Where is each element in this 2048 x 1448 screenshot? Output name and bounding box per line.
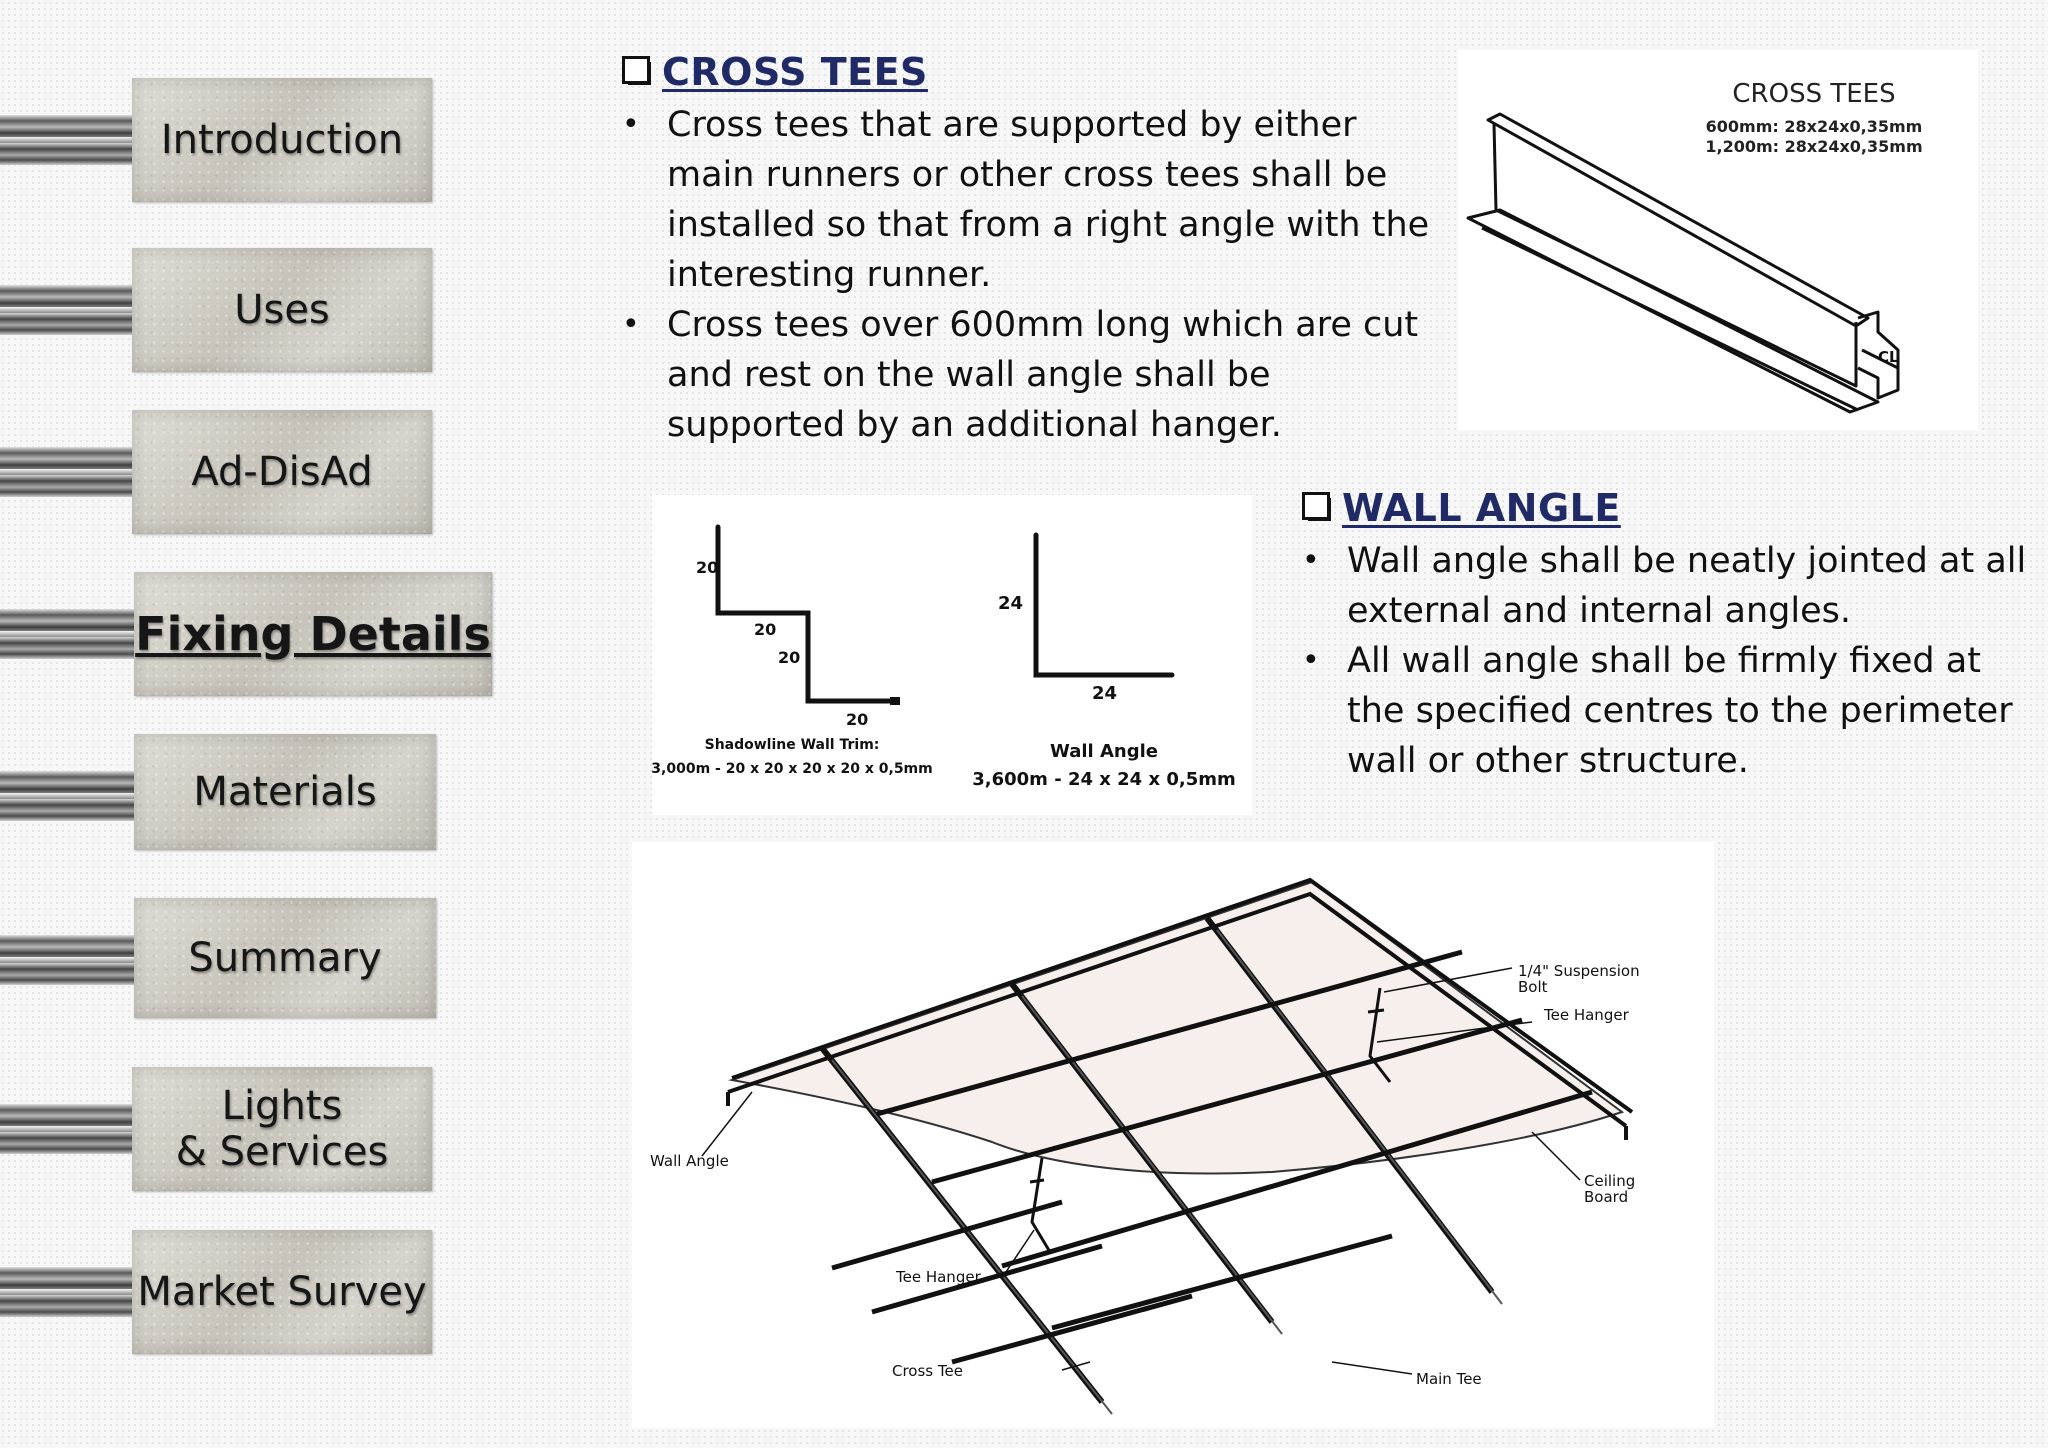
callout-label: Main Tee bbox=[1416, 1370, 1482, 1388]
dimension-label: 20 bbox=[754, 620, 776, 639]
dimension-label: 24 bbox=[1092, 683, 1117, 704]
wall-angle-perimeter bbox=[726, 877, 1634, 1140]
nav-plaque[interactable]: Introduction bbox=[132, 78, 432, 202]
nav-item-fixing-details[interactable]: Fixing Details bbox=[0, 572, 500, 696]
nav-label: Introduction bbox=[160, 117, 404, 163]
nav-label: Uses bbox=[234, 287, 330, 333]
leader-lines bbox=[701, 967, 1581, 1375]
profile-name: Wall Angle bbox=[1050, 741, 1158, 762]
nav-plaque-active[interactable]: Fixing Details bbox=[134, 572, 492, 696]
metal-rail bbox=[0, 115, 140, 165]
wall-angle-drawing bbox=[1033, 532, 1175, 678]
cross-tee-profile-drawing bbox=[1466, 112, 1900, 414]
section-heading: CROSS TEES bbox=[622, 50, 1442, 94]
metal-rail bbox=[0, 609, 140, 659]
metal-rail bbox=[0, 285, 140, 335]
figure-spec: 1,200m: 28x24x0,35mm bbox=[1705, 137, 1922, 156]
nav-plaque[interactable]: Ad-DisAd bbox=[132, 410, 432, 534]
shadowline-trim-drawing bbox=[715, 524, 899, 704]
nav-label: Summary bbox=[188, 935, 382, 981]
bullet-item: Wall angle shall be neatly jointed at al… bbox=[1302, 536, 2032, 636]
figure-title: CROSS TEES bbox=[1732, 79, 1895, 109]
bullet-list: Wall angle shall be neatly jointed at al… bbox=[1302, 536, 2032, 786]
dimension-label: 20 bbox=[778, 648, 800, 667]
wall-angle-section: WALL ANGLE Wall angle shall be neatly jo… bbox=[1302, 486, 2032, 786]
profile-spec: 3,000m - 20 x 20 x 20 x 20 x 0,5mm bbox=[652, 761, 933, 777]
nav-item-uses[interactable]: Uses bbox=[0, 248, 440, 372]
dimension-label: 20 bbox=[846, 710, 868, 729]
metal-rail bbox=[0, 935, 140, 985]
profile-spec: 3,600m - 24 x 24 x 0,5mm bbox=[972, 769, 1235, 790]
nav-plaque[interactable]: Market Survey bbox=[132, 1230, 432, 1354]
section-heading: WALL ANGLE bbox=[1302, 486, 2032, 530]
metal-rail bbox=[0, 447, 140, 497]
callout-label: Tee Hanger bbox=[1543, 1006, 1630, 1024]
nav-item-ad-disad[interactable]: Ad-DisAd bbox=[0, 410, 440, 534]
checkbox-bullet-icon bbox=[622, 56, 654, 88]
callout-label: Wall Angle bbox=[650, 1152, 729, 1170]
metal-rail bbox=[0, 1267, 140, 1317]
dimension-label: 24 bbox=[998, 593, 1023, 614]
nav-item-lights-services[interactable]: Lights & Services bbox=[0, 1067, 440, 1191]
bullet-item: Cross tees over 600mm long which are cut… bbox=[622, 300, 1442, 450]
nav-label: Materials bbox=[193, 769, 377, 815]
cross-tee-figure: CROSS TEES 600mm: 28x24x0,35mm 1,200m: 2… bbox=[1458, 50, 1978, 430]
callout-label: Cross Tee bbox=[892, 1362, 963, 1380]
bullet-list: Cross tees that are supported by either … bbox=[622, 100, 1442, 450]
nav-plaque[interactable]: Lights & Services bbox=[132, 1067, 432, 1191]
metal-rail bbox=[0, 1104, 140, 1154]
nav-label: Market Survey bbox=[137, 1269, 427, 1315]
profile-name: Shadowline Wall Trim: bbox=[705, 737, 880, 753]
bullet-item: All wall angle shall be firmly fixed at … bbox=[1302, 636, 2032, 786]
section-title: WALL ANGLE bbox=[1342, 486, 1621, 530]
nav-label: Lights & Services bbox=[175, 1083, 389, 1175]
dimension-label: 20 bbox=[696, 558, 718, 577]
section-title: CROSS TEES bbox=[662, 50, 928, 94]
tee-hangers bbox=[1029, 987, 1392, 1253]
nav-plaque[interactable]: Materials bbox=[134, 734, 436, 850]
nav-item-introduction[interactable]: Introduction bbox=[0, 78, 440, 202]
centre-line-mark: CL bbox=[1878, 348, 1899, 366]
nav-item-summary[interactable]: Summary bbox=[0, 898, 440, 1022]
ceiling-board-panels bbox=[728, 880, 1625, 1175]
nav-label: Ad-DisAd bbox=[191, 449, 373, 495]
cross-tees bbox=[831, 949, 1593, 1365]
metal-rail bbox=[0, 771, 140, 821]
nav-plaque[interactable]: Summary bbox=[134, 898, 436, 1018]
nav-plaque[interactable]: Uses bbox=[132, 248, 432, 372]
nav-label: Fixing Details bbox=[135, 606, 491, 661]
nav-item-materials[interactable]: Materials bbox=[0, 734, 440, 858]
wall-profiles-figure: 20 20 20 20 Shadowline Wall Trim: 3,000m… bbox=[651, 495, 1252, 815]
figure-spec: 600mm: 28x24x0,35mm bbox=[1706, 117, 1923, 136]
bullet-item: Cross tees that are supported by either … bbox=[622, 100, 1442, 300]
checkbox-bullet-icon bbox=[1302, 492, 1334, 524]
nav-item-market-survey[interactable]: Market Survey bbox=[0, 1230, 440, 1354]
callout-label: Tee Hanger bbox=[895, 1268, 982, 1286]
cross-tees-section: CROSS TEES Cross tees that are supported… bbox=[622, 50, 1442, 450]
